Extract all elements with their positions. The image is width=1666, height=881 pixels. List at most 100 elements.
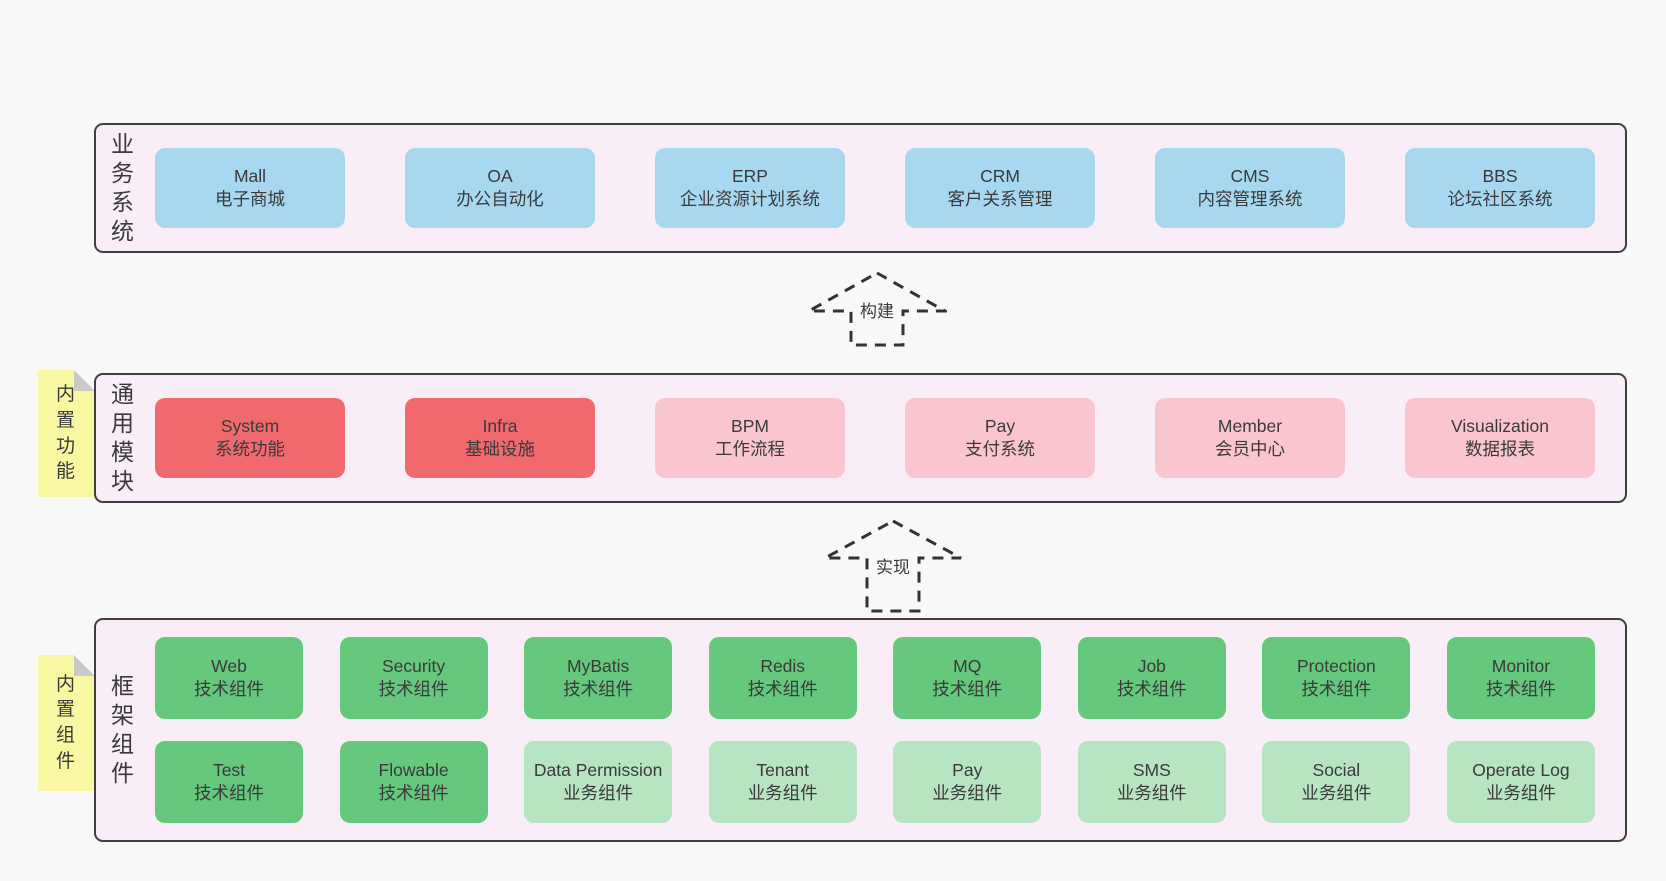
node-title: Redis	[760, 655, 806, 676]
node-title: ERP	[732, 165, 768, 186]
node-title: Protection	[1296, 655, 1376, 676]
node-subtitle: 业务组件	[563, 783, 634, 803]
node-subtitle: 技术组件	[932, 679, 1003, 699]
build-arrow-label: 构建	[857, 296, 897, 323]
node-bpm: BPM 工作流程	[655, 398, 845, 478]
node-subtitle: 会员中心	[1215, 439, 1285, 459]
node-title: Web	[211, 655, 247, 676]
node-monitor: Monitor 技术组件	[1446, 637, 1595, 719]
node-title: SMS	[1132, 759, 1171, 780]
node-title: Infra	[482, 415, 518, 436]
framework-components-label: 框架组件	[111, 673, 134, 786]
node-infra: Infra 基础设施	[405, 398, 595, 478]
node-subtitle: 基础设施	[465, 439, 535, 459]
node-mybatis: MyBatis 技术组件	[524, 637, 673, 719]
up-arrow-icon	[824, 519, 962, 613]
node-subtitle: 技术组件	[563, 679, 634, 699]
node-crm: CRM 客户关系管理	[905, 148, 1095, 228]
builtin-components-note: 内置组件	[38, 655, 95, 791]
build-arrow: 构建	[807, 271, 947, 347]
node-subtitle: 技术组件	[378, 783, 449, 803]
node-subtitle: 论坛社区系统	[1447, 189, 1553, 209]
node-subtitle: 办公自动化	[456, 189, 544, 209]
node-title: System	[220, 415, 280, 436]
node-title: MyBatis	[567, 655, 630, 676]
node-title: BBS	[1482, 165, 1518, 186]
node-tenant: Tenant 业务组件	[708, 741, 857, 823]
node-subtitle: 技术组件	[1116, 679, 1187, 699]
node-subtitle: 技术组件	[194, 679, 264, 699]
node-pay: Pay 支付系统	[905, 398, 1095, 478]
node-title: OA	[487, 165, 513, 186]
node-subtitle: 技术组件	[1301, 679, 1372, 699]
node-subtitle: 电子商城	[215, 189, 285, 209]
node-protection: Protection 技术组件	[1262, 637, 1411, 719]
node-sms: SMS 业务组件	[1077, 741, 1226, 823]
node-title: Mall	[233, 165, 267, 186]
node-bbs: BBS 论坛社区系统	[1405, 148, 1595, 228]
node-subtitle: 支付系统	[965, 439, 1035, 459]
node-member: Member 会员中心	[1155, 398, 1345, 478]
node-title: Test	[212, 759, 246, 780]
node-system: System 系统功能	[155, 398, 345, 478]
node-subtitle: 业务组件	[932, 783, 1003, 803]
node-erp: ERP 企业资源计划系统	[655, 148, 845, 228]
node-title: MQ	[953, 655, 982, 676]
common-modules-boxes: System 系统功能 Infra 基础设施 BPM 工作流程 Pay 支付系统 Member 会…	[137, 375, 1625, 501]
implement-arrow-label: 实现	[873, 552, 913, 579]
node-job: Job 技术组件	[1077, 637, 1226, 719]
node-subtitle: 业务组件	[747, 783, 818, 803]
node-subtitle: 技术组件	[194, 783, 264, 803]
node-title: Data Permission	[533, 759, 663, 780]
node-data-permission: Data Permission 业务组件	[524, 741, 673, 823]
node-mall: Mall 电子商城	[155, 148, 345, 228]
implement-arrow: 实现	[823, 519, 963, 613]
node-subtitle: 技术组件	[1485, 679, 1556, 699]
builtin-components-note-label: 内置组件	[56, 673, 76, 772]
node-title: Tenant	[756, 759, 809, 780]
node-flowable: Flowable 技术组件	[339, 741, 488, 823]
node-title: Pay	[952, 759, 983, 780]
node-mq: MQ 技术组件	[893, 637, 1042, 719]
node-subtitle: 数据报表	[1465, 439, 1535, 459]
builtin-functions-note: 内置功能	[38, 370, 95, 497]
node-oa: OA 办公自动化	[405, 148, 595, 228]
node-test: Test 技术组件	[155, 741, 303, 823]
builtin-functions-note-label: 内置功能	[56, 384, 76, 483]
up-arrow-icon	[807, 271, 947, 347]
node-subtitle: 业务组件	[1116, 783, 1187, 803]
node-title: CMS	[1230, 165, 1270, 186]
business-systems-label: 业务系统	[111, 131, 134, 244]
node-subtitle: 技术组件	[378, 679, 449, 699]
node-title: Flowable	[378, 759, 449, 780]
node-title: Member	[1217, 415, 1283, 436]
node-pay: Pay 业务组件	[893, 741, 1042, 823]
node-title: Monitor	[1491, 655, 1551, 676]
node-visualization: Visualization 数据报表	[1405, 398, 1595, 478]
node-subtitle: 企业资源计划系统	[680, 189, 820, 209]
node-title: Pay	[984, 415, 1016, 436]
node-title: BPM	[731, 415, 769, 436]
node-subtitle: 业务组件	[1485, 783, 1556, 803]
business-systems-layer: 业务系统 Mall 电子商城 OA 办公自动化 ERP 企业资源计划系统 CRM 客户关系管理…	[94, 123, 1627, 253]
node-subtitle: 系统功能	[215, 439, 285, 459]
node-title: Visualization	[1451, 415, 1549, 436]
node-subtitle: 客户关系管理	[947, 189, 1053, 209]
node-title: Job	[1137, 655, 1166, 676]
node-title: CRM	[980, 165, 1020, 186]
node-subtitle: 业务组件	[1301, 783, 1372, 803]
node-subtitle: 工作流程	[715, 439, 785, 459]
node-web: Web 技术组件	[155, 637, 303, 719]
